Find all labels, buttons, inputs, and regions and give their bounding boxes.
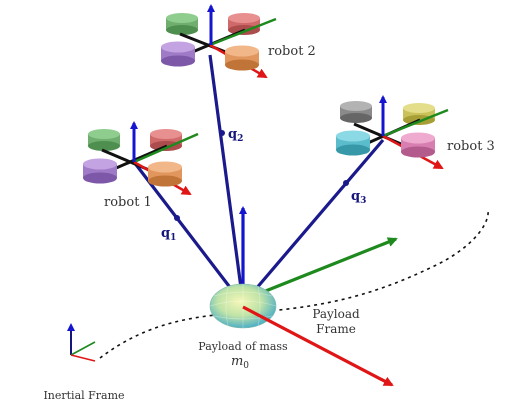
q1-subscript: 1 — [170, 233, 176, 243]
robot-1-rotor-front-right — [148, 161, 182, 187]
q3-label: q3 — [351, 189, 366, 206]
robot-3-quadrotor — [336, 95, 449, 170]
q3-subscript: 3 — [360, 196, 366, 206]
cable-2 — [208, 54, 243, 289]
q2-symbol: q — [228, 127, 237, 142]
robot-2-rotor-front-left — [161, 41, 195, 67]
robot-3-rotor-front-left — [336, 130, 370, 156]
payload-mass-label-line1: Payload of mass — [198, 340, 288, 353]
payload-ellipsoid — [209, 283, 277, 329]
inertial-frame-label: Inertial Frame — [43, 389, 124, 402]
trajectory-curve — [99, 209, 489, 359]
q2-label: q2 — [228, 127, 243, 144]
robot-2-label: robot 2 — [268, 44, 316, 59]
q3-symbol: q — [351, 189, 360, 204]
cable-2-marker — [219, 130, 225, 136]
robot-2-rotor-front-right — [225, 45, 259, 71]
inertial-frame-axes — [67, 323, 96, 362]
q1-symbol: q — [161, 226, 170, 241]
robot-3-rotor-front-right — [401, 132, 435, 158]
robot-1-rotor-front-left — [83, 158, 117, 184]
q1-label: q1 — [161, 226, 176, 243]
payload-frame-label-line2: Frame — [316, 322, 356, 336]
payload-mass-label-line2: m0 — [231, 354, 249, 371]
robot-1-rotor-back-left — [88, 129, 120, 151]
robot-1-label: robot 1 — [104, 195, 152, 210]
robot-2-rotor-back-left — [166, 13, 198, 35]
cable-1-marker — [174, 215, 180, 221]
payload-x-axis — [242, 305, 394, 387]
payload-mass-subscript: 0 — [243, 361, 249, 371]
robot-1-quadrotor — [83, 121, 199, 196]
robot-3-rotor-back-left — [340, 101, 372, 123]
cable-3 — [253, 138, 385, 292]
robot-2-quadrotor — [161, 4, 277, 79]
payload-y-axis — [242, 237, 398, 302]
cable-3-marker — [343, 180, 349, 186]
q2-subscript: 2 — [237, 134, 243, 144]
payload-mass-symbol: m — [231, 354, 243, 369]
robot-3-label: robot 3 — [447, 139, 495, 154]
payload-frame-label-line1: Payload — [312, 307, 360, 321]
